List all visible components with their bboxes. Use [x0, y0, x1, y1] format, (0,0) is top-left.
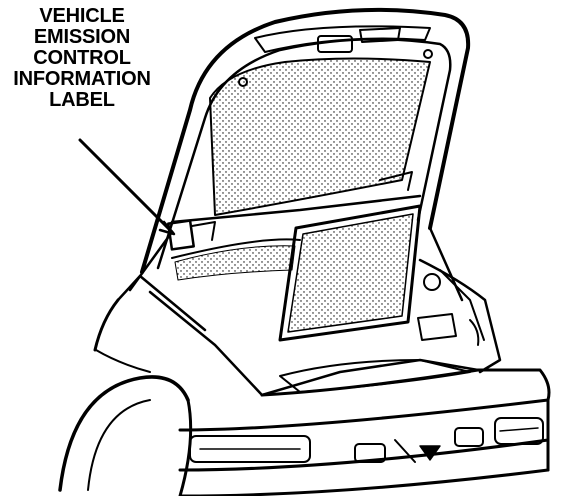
tail-light-right — [494, 417, 544, 445]
hatch-top-trim — [254, 25, 431, 53]
cargo-floor-edge — [260, 358, 480, 397]
rear-fascia — [178, 398, 550, 432]
hatch-top-bracket-2 — [359, 27, 401, 43]
hatch-cross-bar — [170, 194, 422, 224]
emission-label-mount — [191, 221, 216, 241]
license-recess — [394, 439, 416, 463]
reflector-right — [454, 427, 484, 447]
cargo-tie-down — [469, 319, 480, 346]
reflector-left — [354, 443, 386, 463]
rear-deck-top — [260, 368, 551, 402]
hatch-bolt-right — [423, 49, 433, 59]
spare-well-cap — [423, 273, 441, 291]
tail-light-left — [189, 435, 311, 463]
hatch-bolt-left — [238, 77, 248, 87]
wheel-arch — [58, 375, 190, 492]
cargo-back-wall — [171, 238, 301, 259]
hatch-inner-panel — [209, 57, 431, 216]
callout-line-3: CONTROL — [33, 47, 131, 69]
cargo-right-wall — [418, 258, 502, 374]
hatch-side-detail — [379, 171, 413, 191]
left-pillar — [116, 274, 207, 332]
callout-leader-line — [78, 138, 174, 234]
emblem-triangle — [419, 445, 441, 461]
rear-bumper-bottom — [180, 468, 550, 496]
cargo-right-trim — [439, 269, 485, 341]
cargo-floor-left — [148, 290, 264, 397]
callout-line-2: EMISSION — [33, 26, 131, 48]
callout-line-5: LABEL — [49, 89, 115, 111]
cargo-back-wall-stipple — [174, 245, 296, 281]
hatch-outer-frame — [140, 7, 471, 274]
wheel-arch-inner — [87, 399, 151, 491]
cargo-cover-inner — [287, 213, 414, 333]
hatch-top-bracket — [317, 35, 353, 53]
callout-line-1: VEHICLE — [39, 5, 125, 27]
quarter-body-line — [95, 349, 151, 373]
tail-light-right-bars — [499, 427, 539, 432]
quarter-panel-upper — [93, 298, 120, 352]
callout-leader-arrow — [158, 220, 176, 236]
cargo-cover-panel — [278, 204, 422, 342]
cargo-right-bracket — [417, 313, 457, 341]
rear-fascia-lower — [178, 438, 550, 472]
vehicle-emission-control-information-label-callout: VEHICLE EMISSION CONTROL INFORMATION LAB… — [2, 6, 162, 111]
callout-line-4: INFORMATION — [13, 68, 151, 90]
